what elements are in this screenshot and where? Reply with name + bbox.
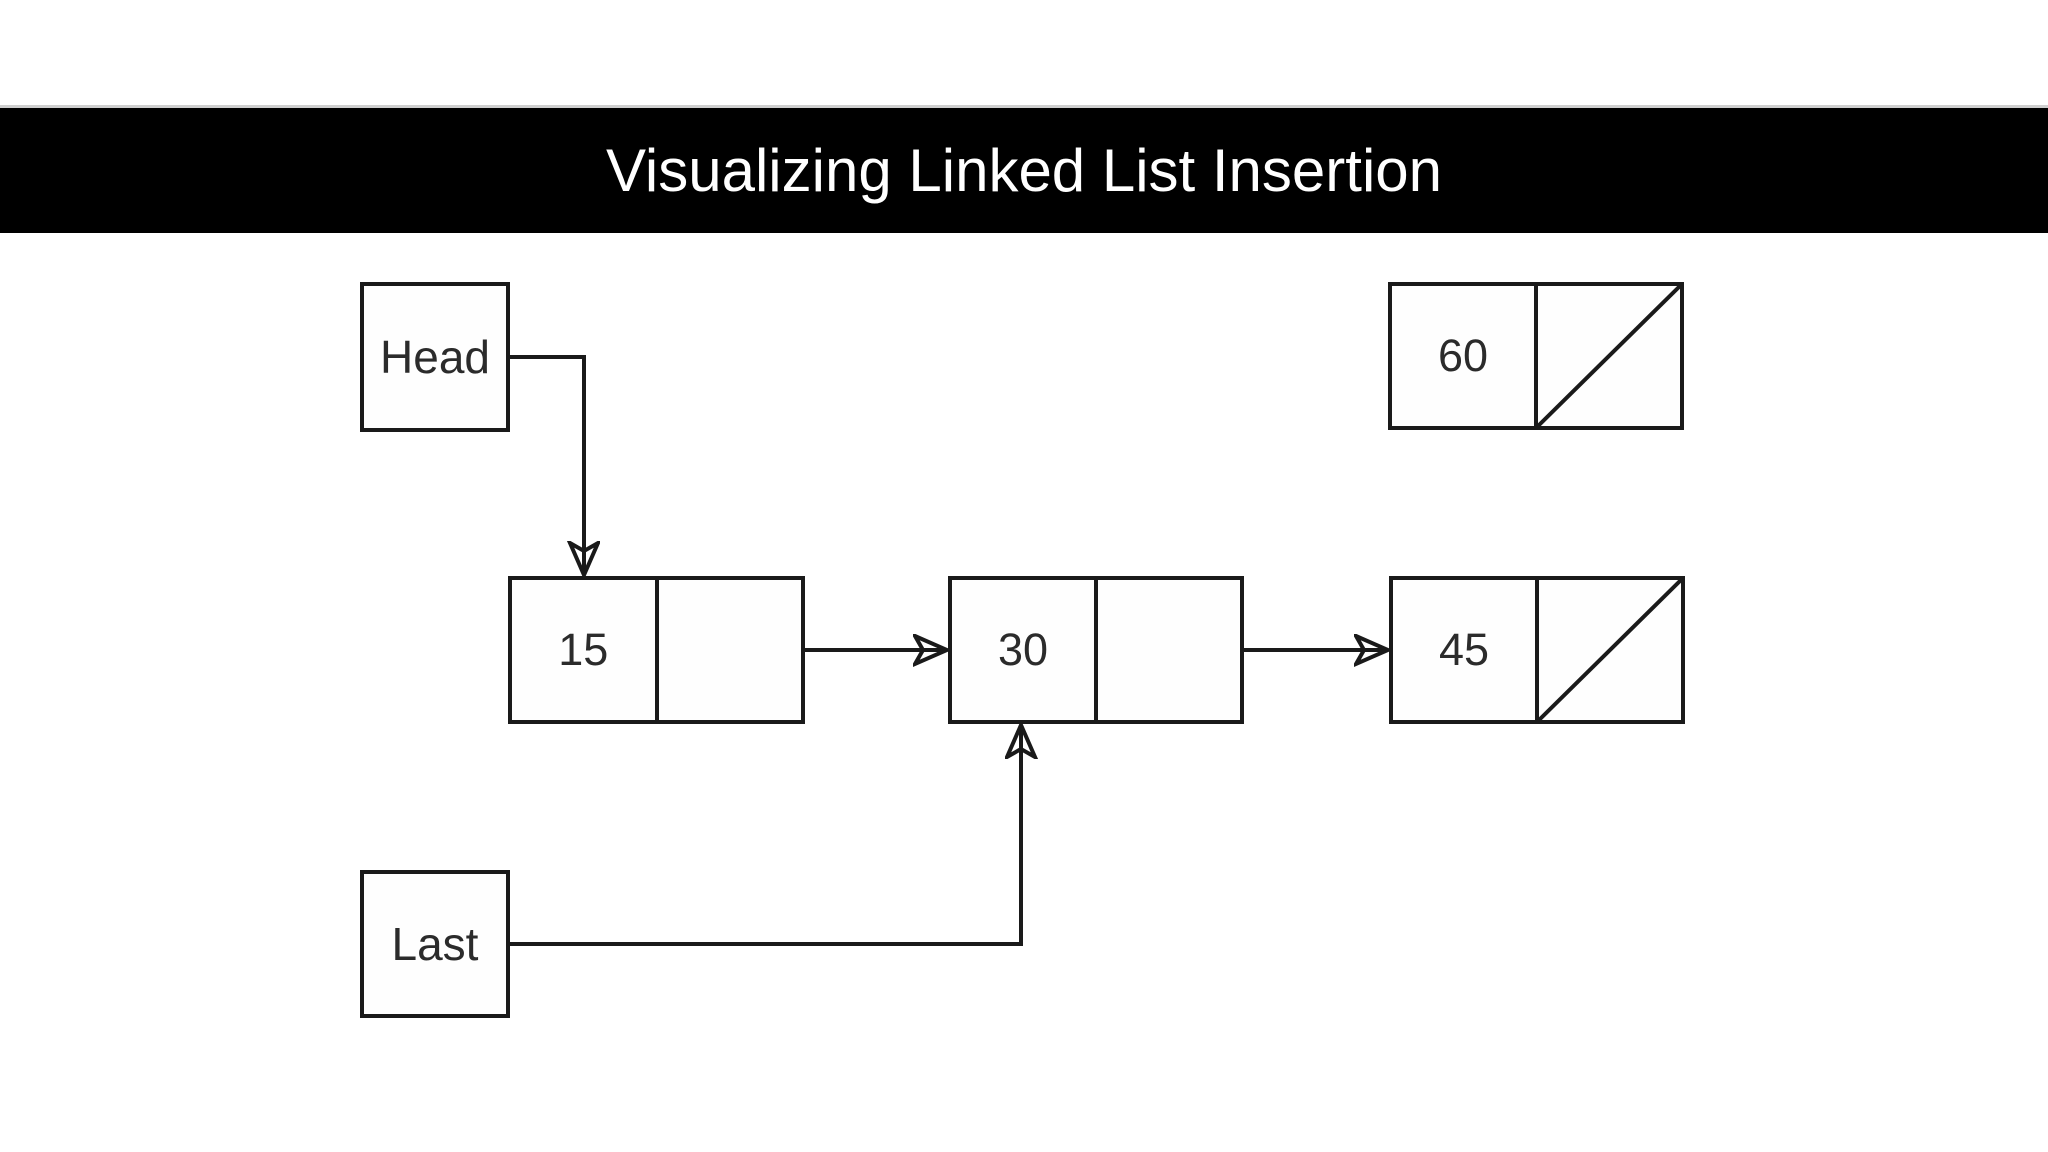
node-45-value-cell: 45 <box>1393 580 1535 720</box>
node-15-value-cell: 15 <box>512 580 655 720</box>
node-15-next-cell <box>654 580 802 720</box>
node-45-next-cell <box>1535 580 1681 720</box>
node-30-next-cell <box>1094 580 1240 720</box>
node-60-next-cell <box>1534 286 1680 426</box>
node-30-value-cell: 30 <box>952 580 1094 720</box>
node-15: 15 <box>508 576 805 724</box>
last-pointer-box: Last <box>360 870 510 1018</box>
title-banner: Visualizing Linked List Insertion <box>0 108 2048 233</box>
head-pointer-box: Head <box>360 282 510 432</box>
node-30: 30 <box>948 576 1244 724</box>
node-60-value: 60 <box>1437 330 1489 381</box>
diagram-title: Visualizing Linked List Insertion <box>605 137 1443 204</box>
node-15-value: 15 <box>558 624 609 675</box>
last-to-node-30-arrow <box>510 726 1021 946</box>
last-pointer-label: Last <box>391 918 479 970</box>
node-30-value: 30 <box>997 624 1049 675</box>
node-60-value-cell: 60 <box>1392 286 1534 426</box>
head-to-node-15-arrow <box>510 355 584 574</box>
head-pointer-label: Head <box>380 331 490 383</box>
null-slash-icon <box>1539 580 1681 720</box>
null-slash-icon <box>1538 286 1680 426</box>
node-60: 60 <box>1388 282 1684 430</box>
node-45: 45 <box>1389 576 1685 724</box>
node-45-value: 45 <box>1438 624 1490 675</box>
